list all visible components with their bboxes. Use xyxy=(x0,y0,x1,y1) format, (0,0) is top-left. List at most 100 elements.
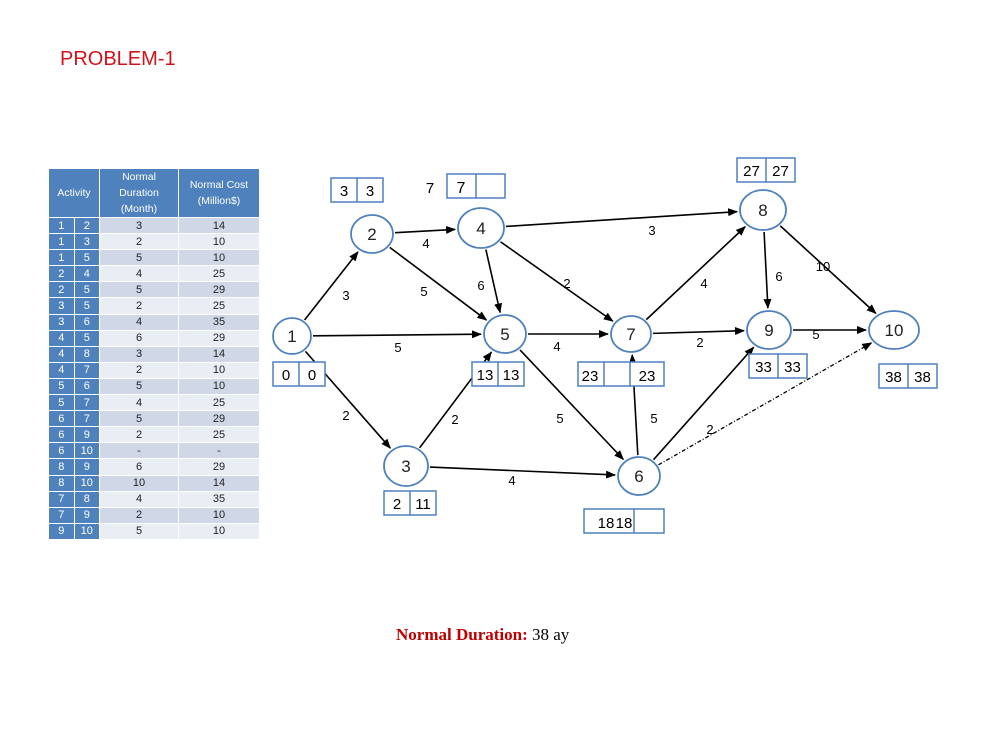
node-7-late: 23 xyxy=(639,368,656,385)
to-cell: 8 xyxy=(73,345,100,363)
edge-duration-label: 5 xyxy=(420,284,427,299)
from-cell: 5 xyxy=(48,394,75,412)
edge-duration-label: 2 xyxy=(696,335,703,350)
edge-3-6 xyxy=(429,466,617,479)
duration-cell: 5 xyxy=(99,522,179,540)
node-5-circle xyxy=(483,314,527,354)
edge-duration-label: 5 xyxy=(394,340,401,355)
duration-cell: 4 xyxy=(99,265,179,283)
cost-cell: 10 xyxy=(178,522,260,540)
from-cell: 1 xyxy=(48,233,75,251)
duration-cell: 6 xyxy=(99,458,179,476)
node-8-late: 27 xyxy=(772,163,789,180)
node-7-label: 7 xyxy=(626,325,635,344)
edge-duration-label: 3 xyxy=(342,288,349,303)
node-9-late: 33 xyxy=(784,359,801,376)
node-6-time-box xyxy=(583,508,665,534)
edge-4-7 xyxy=(500,241,614,322)
edge-5-6 xyxy=(519,349,624,461)
cost-cell: 14 xyxy=(178,216,260,235)
node-8-early: 27 xyxy=(743,163,760,180)
node-3-late: 11 xyxy=(415,496,431,513)
edge-4-8 xyxy=(505,208,739,228)
edge-duration-label: 4 xyxy=(422,236,429,251)
to-cell: 7 xyxy=(73,410,100,428)
node-10-label: 10 xyxy=(885,321,904,340)
cost-cell: 35 xyxy=(178,313,260,331)
edge-duration-label: 5 xyxy=(812,327,819,342)
node-6-early: 18 xyxy=(598,515,615,532)
cost-cell: 25 xyxy=(178,426,260,444)
node-1-circle xyxy=(272,317,312,355)
duration-cell: 4 xyxy=(99,490,179,508)
normal-duration-label: Normal Duration: xyxy=(396,625,528,644)
to-cell: 4 xyxy=(73,265,100,283)
node-3-circle xyxy=(383,445,429,487)
duration-cell: 5 xyxy=(99,377,179,396)
cost-cell: 35 xyxy=(178,490,260,508)
to-cell: 10 xyxy=(73,522,100,540)
node-6-circle xyxy=(617,456,661,496)
to-cell: 10 xyxy=(73,442,100,460)
header-cost: Normal Cost (Million$) xyxy=(178,168,260,218)
from-cell: 3 xyxy=(48,297,75,315)
to-cell: 6 xyxy=(73,377,100,396)
from-cell: 2 xyxy=(48,281,75,299)
edge-7-8 xyxy=(645,226,746,321)
node-8-label: 8 xyxy=(758,201,767,220)
edge-2-5 xyxy=(389,246,488,321)
from-cell: 4 xyxy=(48,345,75,363)
normal-duration-value: 38 ay xyxy=(531,625,570,644)
edge-duration-label: 2 xyxy=(342,408,349,423)
from-cell: 1 xyxy=(48,249,75,267)
cost-cell: 10 xyxy=(178,506,260,524)
duration-cell: 3 xyxy=(99,216,179,235)
from-cell: 7 xyxy=(48,490,75,508)
node-9-early: 33 xyxy=(755,359,772,376)
from-cell: 6 xyxy=(48,442,75,460)
node-5-label: 5 xyxy=(500,325,509,344)
node-2-label: 2 xyxy=(367,225,376,244)
node-3-early: 2 xyxy=(393,496,401,513)
duration-cell: 2 xyxy=(99,233,179,251)
edge-duration-label: 5 xyxy=(650,411,657,426)
from-cell: 9 xyxy=(48,522,75,540)
cost-cell: 10 xyxy=(178,361,260,379)
from-cell: 5 xyxy=(48,377,75,396)
from-cell: 1 xyxy=(48,216,75,235)
node-10-early: 38 xyxy=(885,369,902,386)
cost-cell: 25 xyxy=(178,394,260,412)
duration-cell: 2 xyxy=(99,361,179,379)
node-2-early: 3 xyxy=(340,183,348,200)
cost-cell: 29 xyxy=(178,281,260,299)
cost-cell: 29 xyxy=(178,458,260,476)
edge-1-2 xyxy=(303,251,359,321)
edge-2-4 xyxy=(394,225,457,234)
edge-duration-label: 10 xyxy=(816,259,830,274)
edge-duration-label: 4 xyxy=(553,339,560,354)
node-4-circle xyxy=(457,207,505,249)
edge-duration-label: 6 xyxy=(775,269,782,284)
from-cell: 3 xyxy=(48,313,75,331)
node-9-label: 9 xyxy=(764,321,773,340)
to-cell: 9 xyxy=(73,506,100,524)
node-10-late: 38 xyxy=(914,369,931,386)
edge-duration-label: 4 xyxy=(700,276,707,291)
edges xyxy=(303,208,877,479)
node-2-circle xyxy=(350,214,394,254)
node-1-label: 1 xyxy=(287,327,296,346)
cost-cell: 10 xyxy=(178,249,260,267)
node-2-late: 3 xyxy=(366,183,374,200)
from-cell: 2 xyxy=(48,265,75,283)
node-6-late: 18 xyxy=(616,515,633,532)
